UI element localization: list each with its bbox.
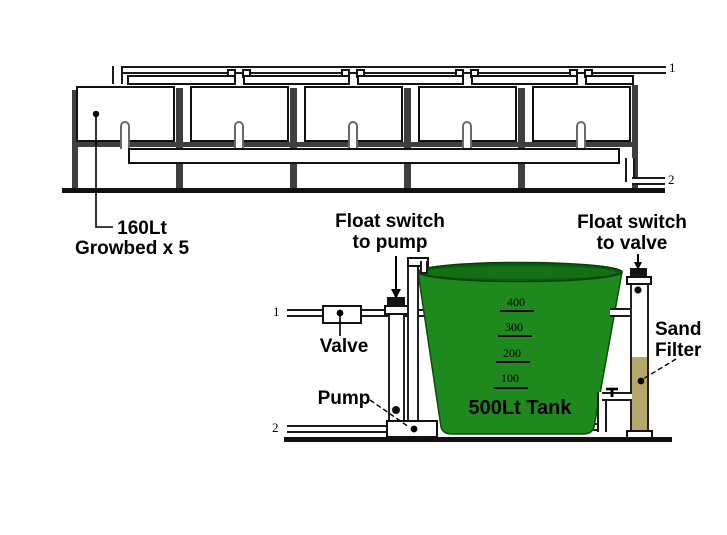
pipe-number-label: 1: [669, 60, 676, 75]
standpipe: [576, 121, 586, 149]
valve-label: Valve: [319, 336, 369, 357]
growbed-label-count: Growbed x 5: [74, 238, 190, 259]
float-switch-valve-label: Float switch to valve: [562, 212, 702, 254]
float-switch-pump-label-line2: to pump: [352, 232, 428, 253]
feed-pipe: [471, 75, 578, 85]
supply-pipe-main: [113, 66, 666, 74]
tank-graduation: 200: [503, 346, 521, 360]
standpipe: [120, 121, 130, 149]
standpipe: [462, 121, 472, 149]
float-switch-valve-cap: [630, 268, 647, 277]
float-switch-pump-tube: [388, 313, 405, 426]
filter-feed-pipe-horizontal: [602, 392, 632, 401]
valve: [322, 305, 362, 324]
sand-filter-base: [626, 430, 653, 439]
growbed: [304, 86, 403, 142]
standpipe: [234, 121, 244, 149]
pipe-number-label: 1: [273, 304, 280, 319]
tank-graduation: 300: [505, 320, 523, 334]
tank-rim: [417, 261, 623, 283]
riser-outlet-stub: [420, 261, 428, 274]
tank-graduation-line: [494, 387, 528, 389]
feed-pipe: [127, 75, 236, 85]
tank-graduation-line: [500, 310, 534, 312]
sand-filter-label-line2: Filter: [655, 340, 702, 361]
return-pipe-exit: [632, 177, 665, 185]
float-switch-pump-label-line1: Float switch: [335, 211, 445, 232]
sand-filter-label: Sand Filter: [649, 319, 717, 361]
return-pipe-drop: [625, 158, 635, 182]
feed-pipe: [585, 75, 634, 85]
feed-pipe: [243, 75, 350, 85]
pipe-number-label: 2: [272, 420, 279, 435]
bench-leg: [518, 88, 525, 188]
float-switch-pump-label: Float switch to pump: [320, 211, 460, 253]
pump-return-pipe: [287, 425, 388, 433]
sand-fill: [632, 357, 647, 433]
float-switch-pump-cap: [387, 297, 405, 306]
ground-line-bottom: [284, 437, 672, 442]
bench-leg: [290, 88, 297, 188]
bench-leg: [176, 88, 183, 188]
growbed-label-volume: 160Lt: [117, 218, 167, 239]
supply-pipe-end-hook: [112, 66, 123, 84]
pump-label: Pump: [317, 388, 371, 409]
float-switch-valve-label-line2: to valve: [596, 233, 668, 254]
float-switch-valve-collar: [626, 276, 652, 285]
tank-rim-inner: [424, 266, 616, 279]
feed-pipe: [357, 75, 464, 85]
float-switch-valve-label-line1: Float switch: [577, 212, 687, 233]
bench-leg-left: [72, 90, 78, 190]
standpipe: [348, 121, 358, 149]
sand-filter-label-line1: Sand: [655, 319, 702, 340]
pump: [386, 420, 438, 438]
bench-leg: [404, 88, 411, 188]
bench-leg-right: [632, 85, 638, 190]
tank-graduation-line: [498, 335, 532, 337]
tank-graduation: 400: [507, 295, 525, 309]
tank-graduation-line: [496, 361, 530, 363]
pump-riser-pipe: [407, 257, 419, 427]
drain-trough: [128, 148, 620, 164]
float-switch-pump-collar: [384, 305, 409, 315]
tank-to-filter-top-pipe: [610, 308, 632, 317]
tank-label: 500Lt Tank: [468, 397, 572, 419]
tank-graduation: 100: [501, 371, 519, 385]
pipe-number-label: 2: [668, 172, 675, 187]
ground-line-top: [62, 188, 665, 193]
